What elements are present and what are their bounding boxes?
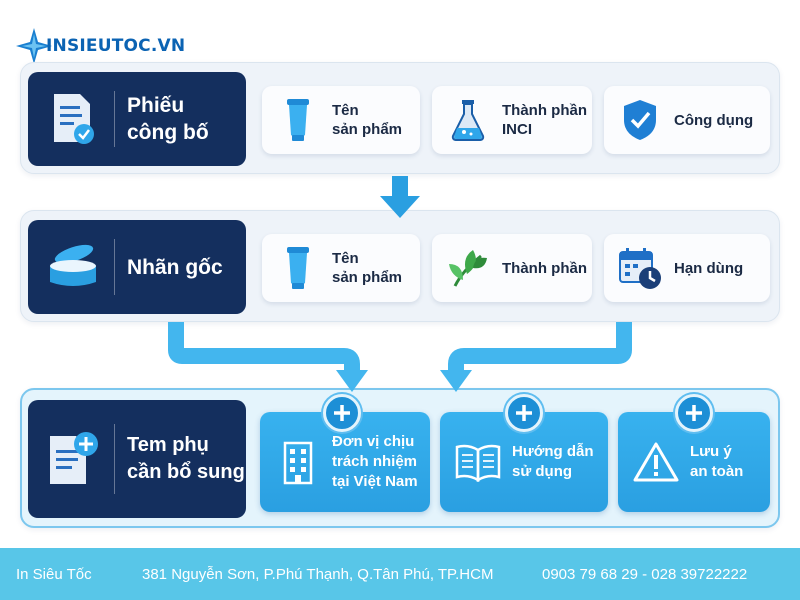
card-ten-san-pham: Tên sản phẩm [262, 234, 420, 302]
logo-text: INSIEUTOC.VN [46, 36, 186, 56]
star-logo-icon [16, 28, 52, 64]
card-cong-dung: Công dụng [604, 86, 770, 154]
document-plus-icon [38, 430, 108, 488]
plus-icon [505, 394, 543, 432]
header-divider [114, 238, 115, 296]
card-label: Lưu ý an toàn [690, 443, 744, 480]
arrow-merge-left-icon [168, 322, 368, 392]
footer-company: In Siêu Tốc [16, 565, 92, 583]
footer-bar: In Siêu Tốc 381 Nguyễn Sơn, P.Phú Thạnh,… [0, 548, 800, 600]
header-card-nhan-goc: Nhãn gốc [28, 220, 246, 314]
card-label: Công dụng [674, 111, 754, 129]
card-label: Tên sản phẩm [332, 102, 403, 138]
leaf-icon [440, 246, 496, 290]
building-icon [268, 439, 328, 485]
card-label: Đơn vị chịu trách nhiệm tại Việt Nam [332, 433, 418, 490]
card-label: Thành phần [502, 259, 587, 277]
header-divider [114, 90, 115, 148]
footer-address: 381 Nguyễn Sơn, P.Phú Thạnh, Q.Tân Phú, … [142, 565, 494, 583]
card-label: Thành phần INCI [502, 102, 587, 138]
book-icon [448, 442, 508, 482]
card-ten-san-pham: Tên sản phẩm [262, 86, 420, 154]
card-label: Hướng dẫn sử dụng [512, 443, 594, 480]
arrow-merge-right-icon [440, 322, 632, 392]
card-label: Tên sản phẩm [332, 250, 403, 286]
header-divider [114, 423, 115, 495]
arrow-down-icon [380, 176, 420, 218]
header-title: Nhãn gốc [127, 255, 223, 279]
tube-icon [270, 97, 326, 143]
header-title: Phiếu công bố [127, 94, 209, 144]
card-label: Hạn dùng [674, 259, 744, 277]
document-check-icon [38, 92, 108, 146]
warning-icon [626, 441, 686, 483]
calendar-clock-icon [612, 245, 668, 291]
header-card-tem-phu: Tem phụ cần bổ sung [28, 400, 246, 518]
plus-icon [323, 394, 361, 432]
tube-icon [270, 245, 326, 291]
card-han-dung: Hạn dùng [604, 234, 770, 302]
header-title: Tem phụ cần bổ sung [127, 434, 245, 483]
card-thanh-phan: Thành phần [432, 234, 592, 302]
header-card-phieu-cong-bo: Phiếu công bố [28, 72, 246, 166]
footer-phones: 0903 79 68 29 - 028 39722222 [542, 565, 748, 583]
plus-icon [675, 394, 713, 432]
brand-logo: INSIEUTOC.VN [14, 26, 185, 66]
cream-jar-icon [38, 242, 108, 292]
flask-icon [440, 98, 496, 142]
card-thanh-phan-inci: Thành phần INCI [432, 86, 592, 154]
shield-check-icon [612, 98, 668, 142]
